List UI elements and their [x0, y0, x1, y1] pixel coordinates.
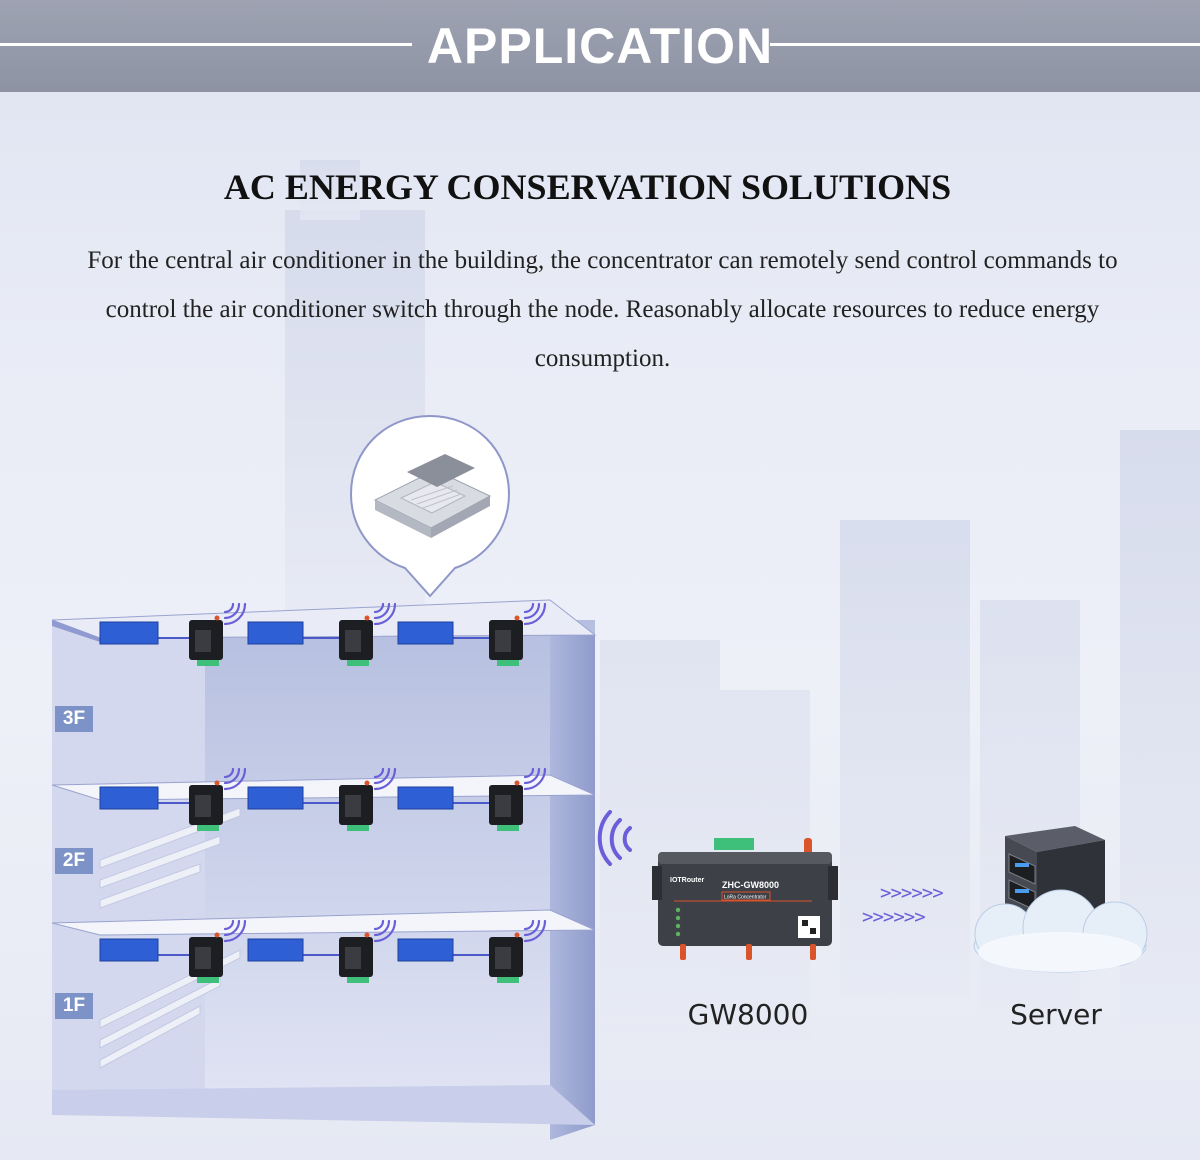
wifi-signal-icon: [523, 602, 547, 626]
wifi-signal-icon: [523, 767, 547, 791]
header-rule-left: [0, 43, 412, 46]
ac-unit: [397, 786, 454, 810]
ac-unit: [99, 621, 159, 645]
wifi-signal-icon: [373, 767, 385, 779]
section-description: For the central air conditioner in the b…: [87, 247, 1118, 372]
data-flow-arrows-top: >>>>>>: [880, 882, 944, 904]
wifi-signal-icon: [373, 919, 391, 937]
gateway-brand: IOTRouter: [670, 877, 704, 884]
section-headline: AC ENERGY CONSERVATION SOLUTIONS: [223, 167, 952, 207]
wifi-signal-icon: [373, 602, 385, 614]
wifi-signal-icon: [373, 919, 397, 943]
wifi-signal-icon: [523, 919, 547, 943]
data-flow-arrows-bottom: >>>>>>: [862, 906, 926, 928]
floor-label-3f: 3F: [55, 706, 93, 732]
ac-unit: [99, 938, 159, 962]
wifi-signal-icon: [523, 602, 535, 614]
building-cross-section: [51, 599, 597, 1140]
gw8000-gateway-device: IOTRouter ZHC-GW8000 LoRa Concentrator: [652, 838, 838, 960]
header-rule-right: [770, 43, 1200, 46]
gateway-label: GW8000: [687, 998, 809, 1031]
wifi-signal-icon: [523, 919, 541, 937]
floor-label-1f: 1F: [55, 993, 93, 1019]
server-label: Server: [1010, 998, 1102, 1031]
wifi-signal-icon: [223, 602, 241, 620]
wifi-signal-icon: [223, 767, 247, 791]
wifi-signal-icon: [223, 767, 235, 779]
gateway-model: ZHC-GW8000: [722, 880, 779, 890]
wifi-signal-icon: [523, 602, 541, 620]
wifi-signal-icon: [223, 767, 241, 785]
ac-unit: [247, 621, 304, 645]
wifi-signal-icon: [523, 767, 541, 785]
wifi-signal-icon: [223, 602, 247, 626]
wifi-signal-icon: [523, 767, 535, 779]
header-title: APPLICATION: [426, 18, 774, 74]
header-band: [0, 0, 1200, 92]
wifi-signal-icon: [223, 919, 241, 937]
wifi-signal-icon: [373, 767, 397, 791]
wifi-signal-icon: [373, 767, 391, 785]
ac-unit: [247, 786, 304, 810]
gateway-subtitle: LoRa Concentrator: [724, 895, 767, 901]
wifi-signal-icon: [223, 919, 247, 943]
server-cloud-icon: [973, 826, 1148, 973]
ac-unit: [99, 786, 159, 810]
ac-unit: [397, 938, 454, 962]
wifi-signal-icon: [373, 919, 385, 931]
ac-unit: [247, 938, 304, 962]
wifi-signal-icon: [223, 602, 235, 614]
floor-label-2f: 2F: [55, 848, 93, 874]
wifi-signal-icon: [373, 602, 397, 626]
ac-unit: [397, 621, 454, 645]
wifi-signal-icon: [223, 919, 235, 931]
wifi-signal-icon: [373, 602, 391, 620]
gateway-wifi-icon: [597, 810, 632, 866]
wifi-signal-icon: [523, 919, 535, 931]
ceiling-ac-icon: [349, 414, 511, 598]
